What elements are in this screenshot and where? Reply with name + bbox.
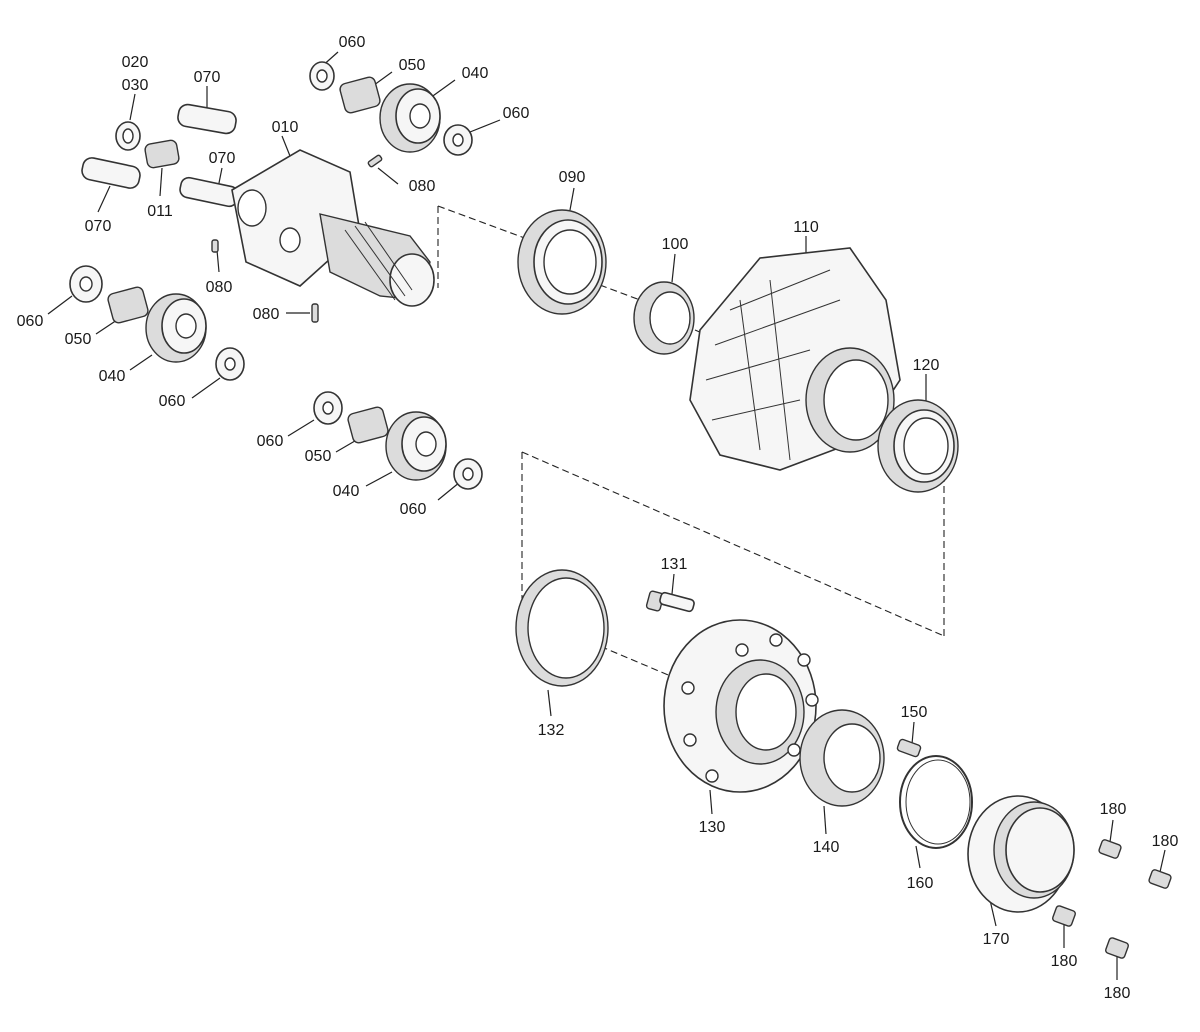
bolt-180-c <box>1052 905 1076 927</box>
washer-060-left-lower <box>215 347 245 381</box>
label-050-mid: 050 <box>305 448 332 465</box>
label-020: 020 <box>122 54 149 71</box>
label-010: 010 <box>272 119 299 136</box>
label-110: 110 <box>793 219 819 236</box>
label-040-left: 040 <box>99 368 126 385</box>
bolt-180-a <box>1098 839 1122 859</box>
pin-080-c <box>311 303 319 323</box>
label-150: 150 <box>901 704 928 721</box>
planet-carrier-010 <box>231 149 435 307</box>
label-060-left-lower: 060 <box>159 393 186 410</box>
label-040-top: 040 <box>462 65 489 82</box>
label-160: 160 <box>907 875 934 892</box>
flange-130 <box>663 619 819 793</box>
label-080-right: 080 <box>409 178 436 195</box>
pin-080-a <box>367 154 383 168</box>
pin-080-b <box>211 239 219 253</box>
needle-bearing-050-mid <box>347 406 389 444</box>
washer-060-left-upper <box>69 265 103 303</box>
label-180-d: 180 <box>1104 985 1131 1002</box>
label-050-top: 050 <box>399 57 426 74</box>
label-080-lower: 080 <box>253 306 280 323</box>
label-132: 132 <box>538 722 565 739</box>
bolt-150 <box>896 738 922 758</box>
bearing-090 <box>517 209 607 315</box>
label-040-mid: 040 <box>333 483 360 500</box>
label-120: 120 <box>913 357 940 374</box>
label-131: 131 <box>661 556 688 573</box>
washer-020-030 <box>115 121 141 151</box>
label-060-top-left: 060 <box>339 34 366 51</box>
washer-060-mid-right <box>453 458 483 490</box>
label-060-left-upper: 060 <box>17 313 44 330</box>
pin-070-lower <box>81 157 141 189</box>
label-030: 030 <box>122 77 149 94</box>
ring-140 <box>799 709 885 807</box>
bolt-131 <box>645 590 695 613</box>
label-100: 100 <box>662 236 689 253</box>
part-labels: 060 050 040 060 020 030 070 010 070 011 … <box>17 34 1179 1002</box>
needle-bearing-050-top <box>339 76 381 114</box>
label-130: 130 <box>699 819 726 836</box>
label-070-left: 070 <box>85 218 112 235</box>
label-080-middle: 080 <box>206 279 233 296</box>
ring-132 <box>515 569 609 687</box>
cover-170 <box>967 795 1075 913</box>
label-140: 140 <box>813 839 840 856</box>
washer-060-top-left <box>309 61 335 91</box>
label-070-middle: 070 <box>209 150 236 167</box>
bearing-120 <box>877 399 959 493</box>
label-180-b: 180 <box>1152 833 1179 850</box>
gear-040-top <box>379 83 441 153</box>
label-180-a: 180 <box>1100 801 1127 818</box>
washer-060-mid-left <box>313 391 343 425</box>
sleeve-011 <box>144 139 180 169</box>
pin-070-upper <box>177 103 237 135</box>
label-060-mid-right: 060 <box>400 501 427 518</box>
label-011: 011 <box>147 203 173 220</box>
differential-housing-110 <box>689 247 901 471</box>
label-060-mid-left: 060 <box>257 433 284 450</box>
washer-060-top-right <box>443 124 473 156</box>
label-050-left: 050 <box>65 331 92 348</box>
bolt-180-b <box>1148 869 1172 889</box>
needle-bearing-050-left <box>107 286 149 324</box>
o-ring-160 <box>899 755 973 849</box>
gear-040-left <box>145 293 207 363</box>
pin-070-middle <box>179 176 239 208</box>
label-070-top: 070 <box>194 69 221 86</box>
label-060-top-right: 060 <box>503 105 530 122</box>
ring-100 <box>633 281 695 355</box>
bolt-180-d <box>1105 937 1129 959</box>
label-090: 090 <box>559 169 586 186</box>
label-180-c: 180 <box>1051 953 1078 970</box>
label-170: 170 <box>983 931 1010 948</box>
gear-040-mid <box>385 411 447 481</box>
